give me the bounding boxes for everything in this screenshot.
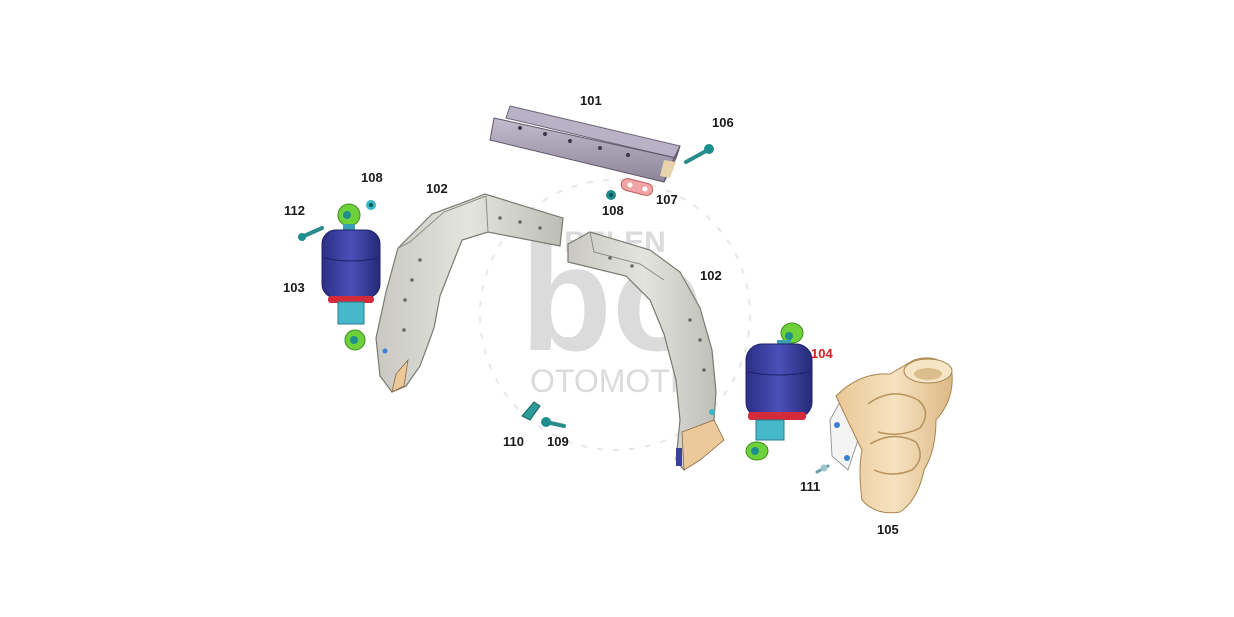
callout-102-right[interactable]: 102 [700, 268, 722, 283]
watermark-name: OTOMOTIV [530, 363, 701, 399]
callout-101[interactable]: 101 [580, 93, 602, 108]
bracket-102-left[interactable] [375, 193, 564, 393]
nut-108-left[interactable] [366, 200, 376, 210]
callout-111[interactable]: 111 [800, 479, 821, 494]
callout-108-center[interactable]: 108 [602, 203, 624, 218]
nut-108-center[interactable] [606, 190, 616, 200]
callout-103[interactable]: 103 [283, 280, 305, 295]
cover-105[interactable] [829, 357, 953, 514]
bolt-106[interactable] [684, 144, 714, 164]
callout-107[interactable]: 107 [656, 192, 678, 207]
callout-104[interactable]: 104 [811, 346, 833, 361]
callout-102-left[interactable]: 102 [426, 181, 448, 196]
bolt-112[interactable] [298, 226, 324, 241]
bracket-102-right[interactable] [567, 231, 725, 471]
callout-108-left[interactable]: 108 [361, 170, 383, 185]
air-spring-103[interactable] [321, 203, 381, 351]
bolt-109[interactable] [541, 417, 566, 428]
plate-107[interactable] [620, 177, 654, 196]
callout-109[interactable]: 109 [547, 434, 569, 449]
air-spring-104[interactable] [745, 322, 813, 461]
screw-111[interactable] [815, 464, 830, 474]
callout-105[interactable]: 105 [877, 522, 899, 537]
callout-112[interactable]: 112 [284, 203, 305, 218]
clip-110[interactable] [521, 401, 541, 421]
callout-110[interactable]: 110 [503, 434, 524, 449]
callout-106[interactable]: 106 [712, 115, 734, 130]
crossmember-beam[interactable] [489, 105, 681, 183]
watermark-ring [479, 179, 751, 451]
